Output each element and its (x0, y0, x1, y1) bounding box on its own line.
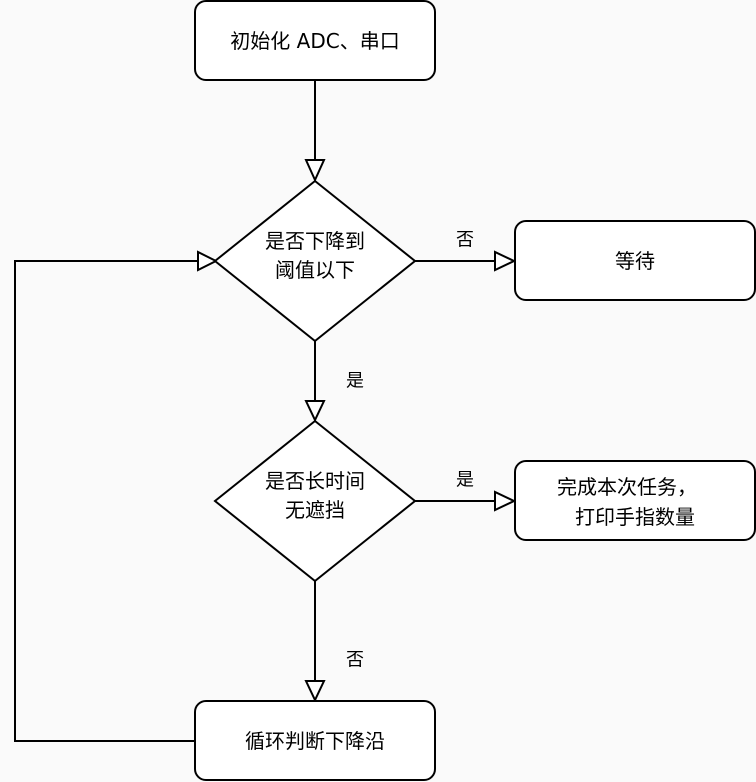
edge-label-threshold-yes: 是 (346, 371, 364, 392)
edge-label-block-yes: 是 (456, 470, 474, 491)
node-loop: 循环判断下降沿 (194, 700, 436, 781)
node-loop-label: 循环判断下降沿 (245, 729, 385, 753)
arrowhead-loop-back (197, 250, 219, 272)
node-decision-threshold: 是否下降到 阈值以下 (213, 179, 417, 343)
node-wait: 等待 (514, 220, 756, 301)
arrowhead-block-to-loop (304, 680, 326, 703)
node-init-label: 初始化 ADC、串口 (230, 29, 399, 53)
arrowhead-threshold-to-wait (494, 250, 517, 272)
node-complete-line-2: 打印手指数量 (575, 505, 695, 529)
arrowhead-threshold-to-block (304, 400, 326, 423)
node-init: 初始化 ADC、串口 (194, 0, 436, 81)
node-wait-label: 等待 (615, 249, 655, 273)
edge-label-threshold-no: 否 (456, 230, 474, 251)
node-complete-line-1: 完成本次任务， (557, 475, 697, 499)
edge-loop-back (14, 260, 198, 742)
node-complete: 完成本次任务， 打印手指数量 (514, 460, 756, 541)
node-decision-block-line-2: 无遮挡 (285, 498, 345, 522)
arrowhead-block-to-complete (494, 490, 517, 512)
node-decision-block-line-1: 是否长时间 (265, 469, 365, 493)
arrowhead-init-to-threshold (304, 159, 326, 183)
node-decision-block: 是否长时间 无遮挡 (213, 419, 417, 583)
node-decision-threshold-line-2: 阈值以下 (275, 258, 355, 282)
edge-label-block-no: 否 (346, 650, 364, 671)
node-decision-threshold-line-1: 是否下降到 (265, 229, 365, 253)
